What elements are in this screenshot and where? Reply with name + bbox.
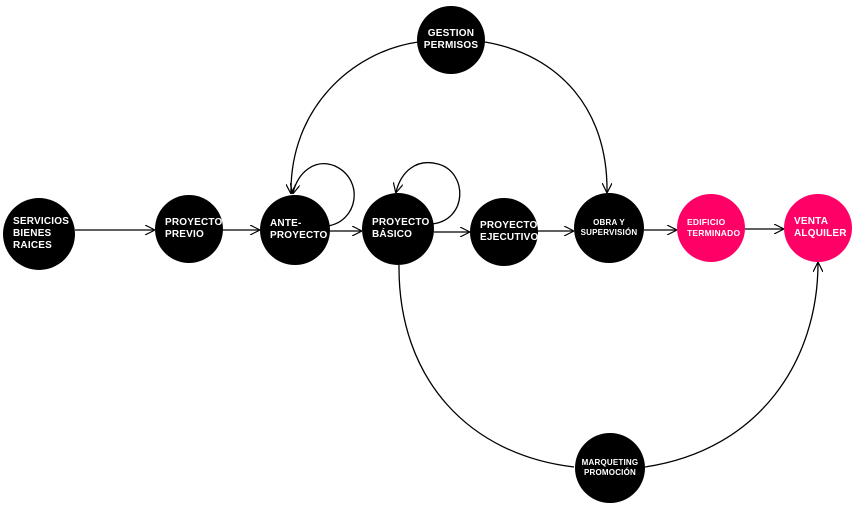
node-obra-supervision[interactable]: OBRA Y SUPERVISIÓN (574, 193, 644, 263)
edge-basico-selfloop (396, 162, 461, 225)
edge-ante-selfloop (293, 163, 355, 227)
node-label: PROYECTO PREVIO (165, 217, 223, 240)
edge-gestion-ante (291, 41, 419, 193)
node-proyecto-previo[interactable]: PROYECTO PREVIO (155, 195, 223, 263)
node-label: PROYECTO BÁSICO (372, 217, 430, 240)
node-label: VENTA ALQUILER (794, 216, 847, 239)
edge-marketing-venta (644, 263, 818, 468)
node-label: OBRA Y SUPERVISIÓN (580, 218, 638, 237)
node-label: PROYECTO EJECUTIVO (480, 220, 539, 243)
node-anteproyecto[interactable]: ANTE- PROYECTO (260, 195, 330, 265)
edge-gestion-obra (484, 41, 607, 192)
node-label: ANTE- PROYECTO (270, 218, 328, 241)
node-label: MARQUETING PROMOCIÓN (581, 458, 639, 477)
node-label: EDIFICIO TERMINADO (687, 217, 741, 238)
node-venta-alquiler[interactable]: VENTA ALQUILER (784, 194, 852, 262)
node-label: GESTION PERMISOS (423, 28, 479, 51)
node-marqueting-promocion[interactable]: MARQUETING PROMOCIÓN (575, 433, 645, 503)
edge-basico-marketing (398, 264, 575, 468)
node-edificio-terminado[interactable]: EDIFICIO TERMINADO (677, 194, 745, 262)
node-proyecto-ejecutivo[interactable]: PROYECTO EJECUTIVO (470, 198, 538, 266)
node-proyecto-basico[interactable]: PROYECTO BÁSICO (362, 193, 434, 265)
node-servicios-bienes-raices[interactable]: SERVICIOS BIENES RAICES (3, 198, 75, 270)
node-label: SERVICIOS BIENES RAICES (13, 216, 70, 251)
node-gestion-permisos[interactable]: GESTION PERMISOS (417, 6, 485, 74)
